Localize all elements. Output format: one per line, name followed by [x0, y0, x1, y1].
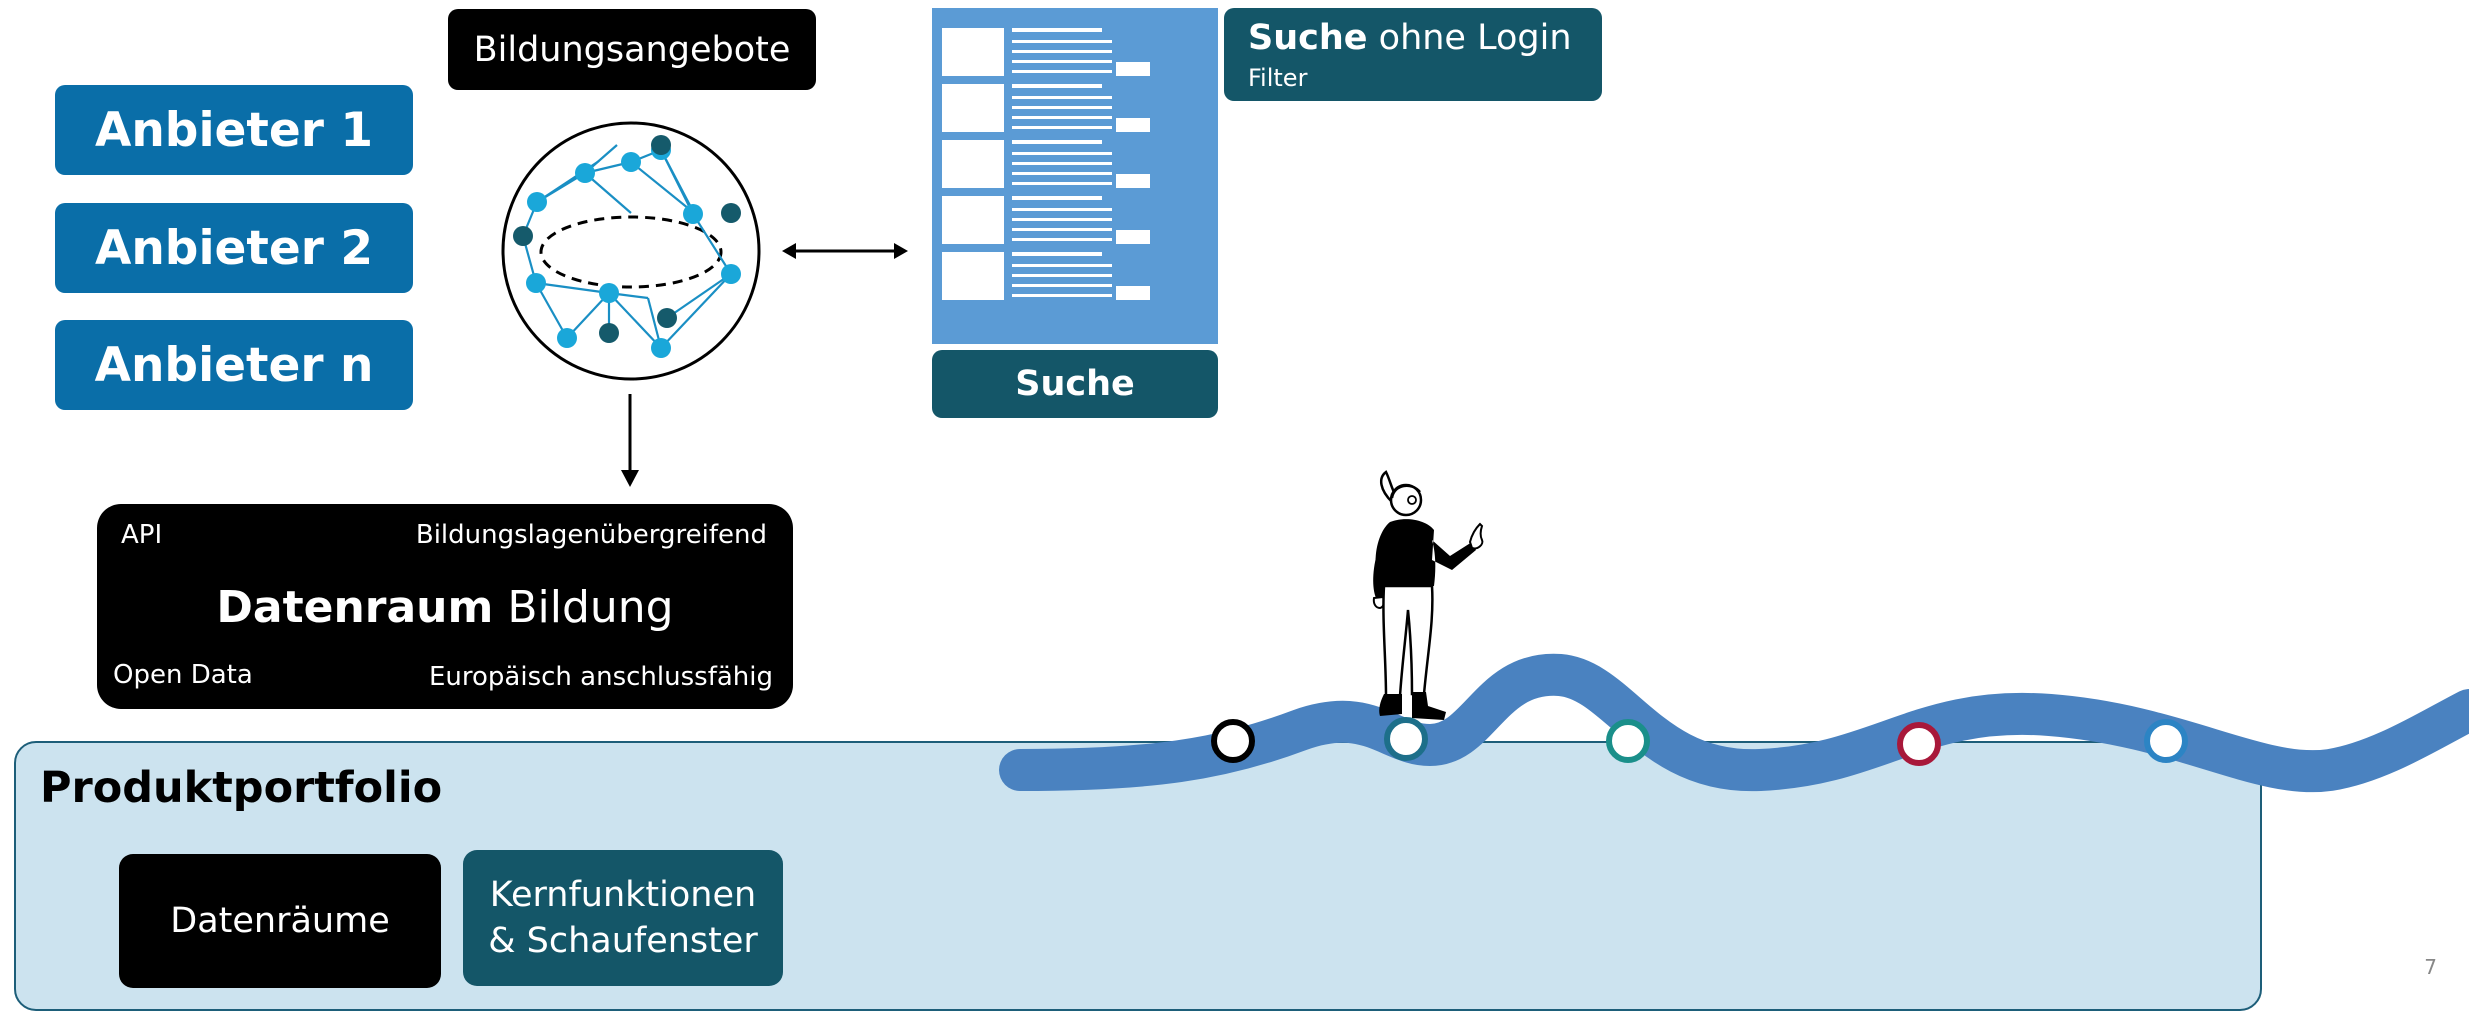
portfolio-item-data-spaces[interactable]: Datenräume: [119, 854, 441, 988]
data-space-cross-sector: Bildungslagenübergreifend: [415, 520, 767, 550]
page-number: 7: [2424, 955, 2437, 979]
path-stop-marker: [1384, 717, 1428, 761]
search-button[interactable]: Suche: [932, 350, 1218, 418]
search-without-login-box: Suche ohne Login Filter: [1224, 8, 1602, 101]
path-stop-marker: [1897, 722, 1941, 766]
search-info-subtitle: Filter: [1248, 64, 1308, 92]
path-stop-marker: [1606, 719, 1650, 763]
data-space-title-bold: Datenraum: [216, 582, 494, 633]
search-results-list: [932, 8, 1218, 344]
search-info-title-bold: Suche: [1248, 18, 1368, 58]
path-stop-marker: [1211, 719, 1255, 763]
search-info-title-rest: ohne Login: [1367, 18, 1572, 58]
person-illustration: [1372, 470, 1484, 720]
data-space-european: Europäisch anschlussfähig: [429, 662, 773, 692]
data-space-box: API Bildungslagenübergreifend Datenraum …: [97, 504, 793, 709]
provider-button-n[interactable]: Anbieter n: [55, 320, 413, 410]
double-arrow-icon: [782, 243, 908, 259]
portfolio-item-core-functions[interactable]: Kernfunktionen & Schaufenster: [463, 850, 783, 986]
network-diagram: [501, 121, 761, 381]
core-functions-line-1: Kernfunktionen: [489, 875, 757, 915]
portfolio-title: Produktportfolio: [40, 763, 443, 813]
core-functions-line-2: & Schaufenster: [488, 921, 758, 961]
provider-button-1[interactable]: Anbieter 1: [55, 85, 413, 175]
data-space-open-data: Open Data: [113, 660, 253, 690]
down-arrow-icon: [621, 394, 639, 487]
path-stop-marker: [2144, 719, 2188, 763]
data-space-title-rest: Bildung: [493, 582, 674, 633]
education-offers-label: Bildungsangebote: [448, 9, 816, 90]
provider-button-2[interactable]: Anbieter 2: [55, 203, 413, 293]
data-space-api: API: [121, 520, 163, 550]
